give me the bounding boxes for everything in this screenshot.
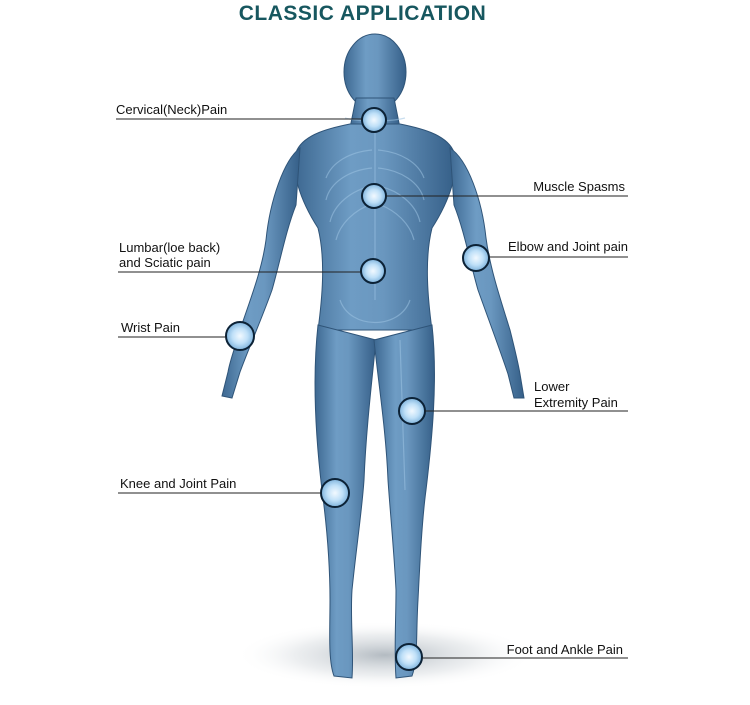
label-knee-joint-pain: Knee and Joint Pain	[120, 476, 237, 491]
body-silhouette	[221, 33, 525, 679]
pain-points	[225, 107, 490, 671]
spot-cervical	[361, 107, 387, 133]
label-muscle-spasms: Muscle Spasms	[533, 179, 625, 194]
spot-elbow	[462, 244, 490, 272]
label-lumbar-line-1: Lumbar(loe back)	[119, 240, 221, 255]
spot-thigh	[398, 397, 426, 425]
label-cervical-neck-pain: Cervical(Neck)Pain	[116, 102, 228, 117]
spot-wrist	[225, 321, 255, 351]
spot-knee	[320, 478, 350, 508]
floor-shadow	[235, 621, 535, 689]
spot-thoracic	[361, 183, 387, 209]
label-lower-extremity-line-2: Extremity Pain	[534, 395, 618, 410]
page-title: CLASSIC APPLICATION	[238, 2, 487, 25]
leader-lines	[116, 118, 628, 659]
label-lower-extremity-line-1: Lower	[534, 379, 570, 394]
label-lumbar-line-2: and Sciatic pain	[119, 255, 211, 270]
label-elbow-joint-pain: Elbow and Joint pain	[508, 239, 628, 254]
spot-ankle	[395, 643, 423, 671]
spot-lumbar	[360, 258, 386, 284]
label-wrist-pain: Wrist Pain	[121, 320, 180, 335]
label-foot-ankle-pain: Foot and Ankle Pain	[506, 642, 623, 657]
